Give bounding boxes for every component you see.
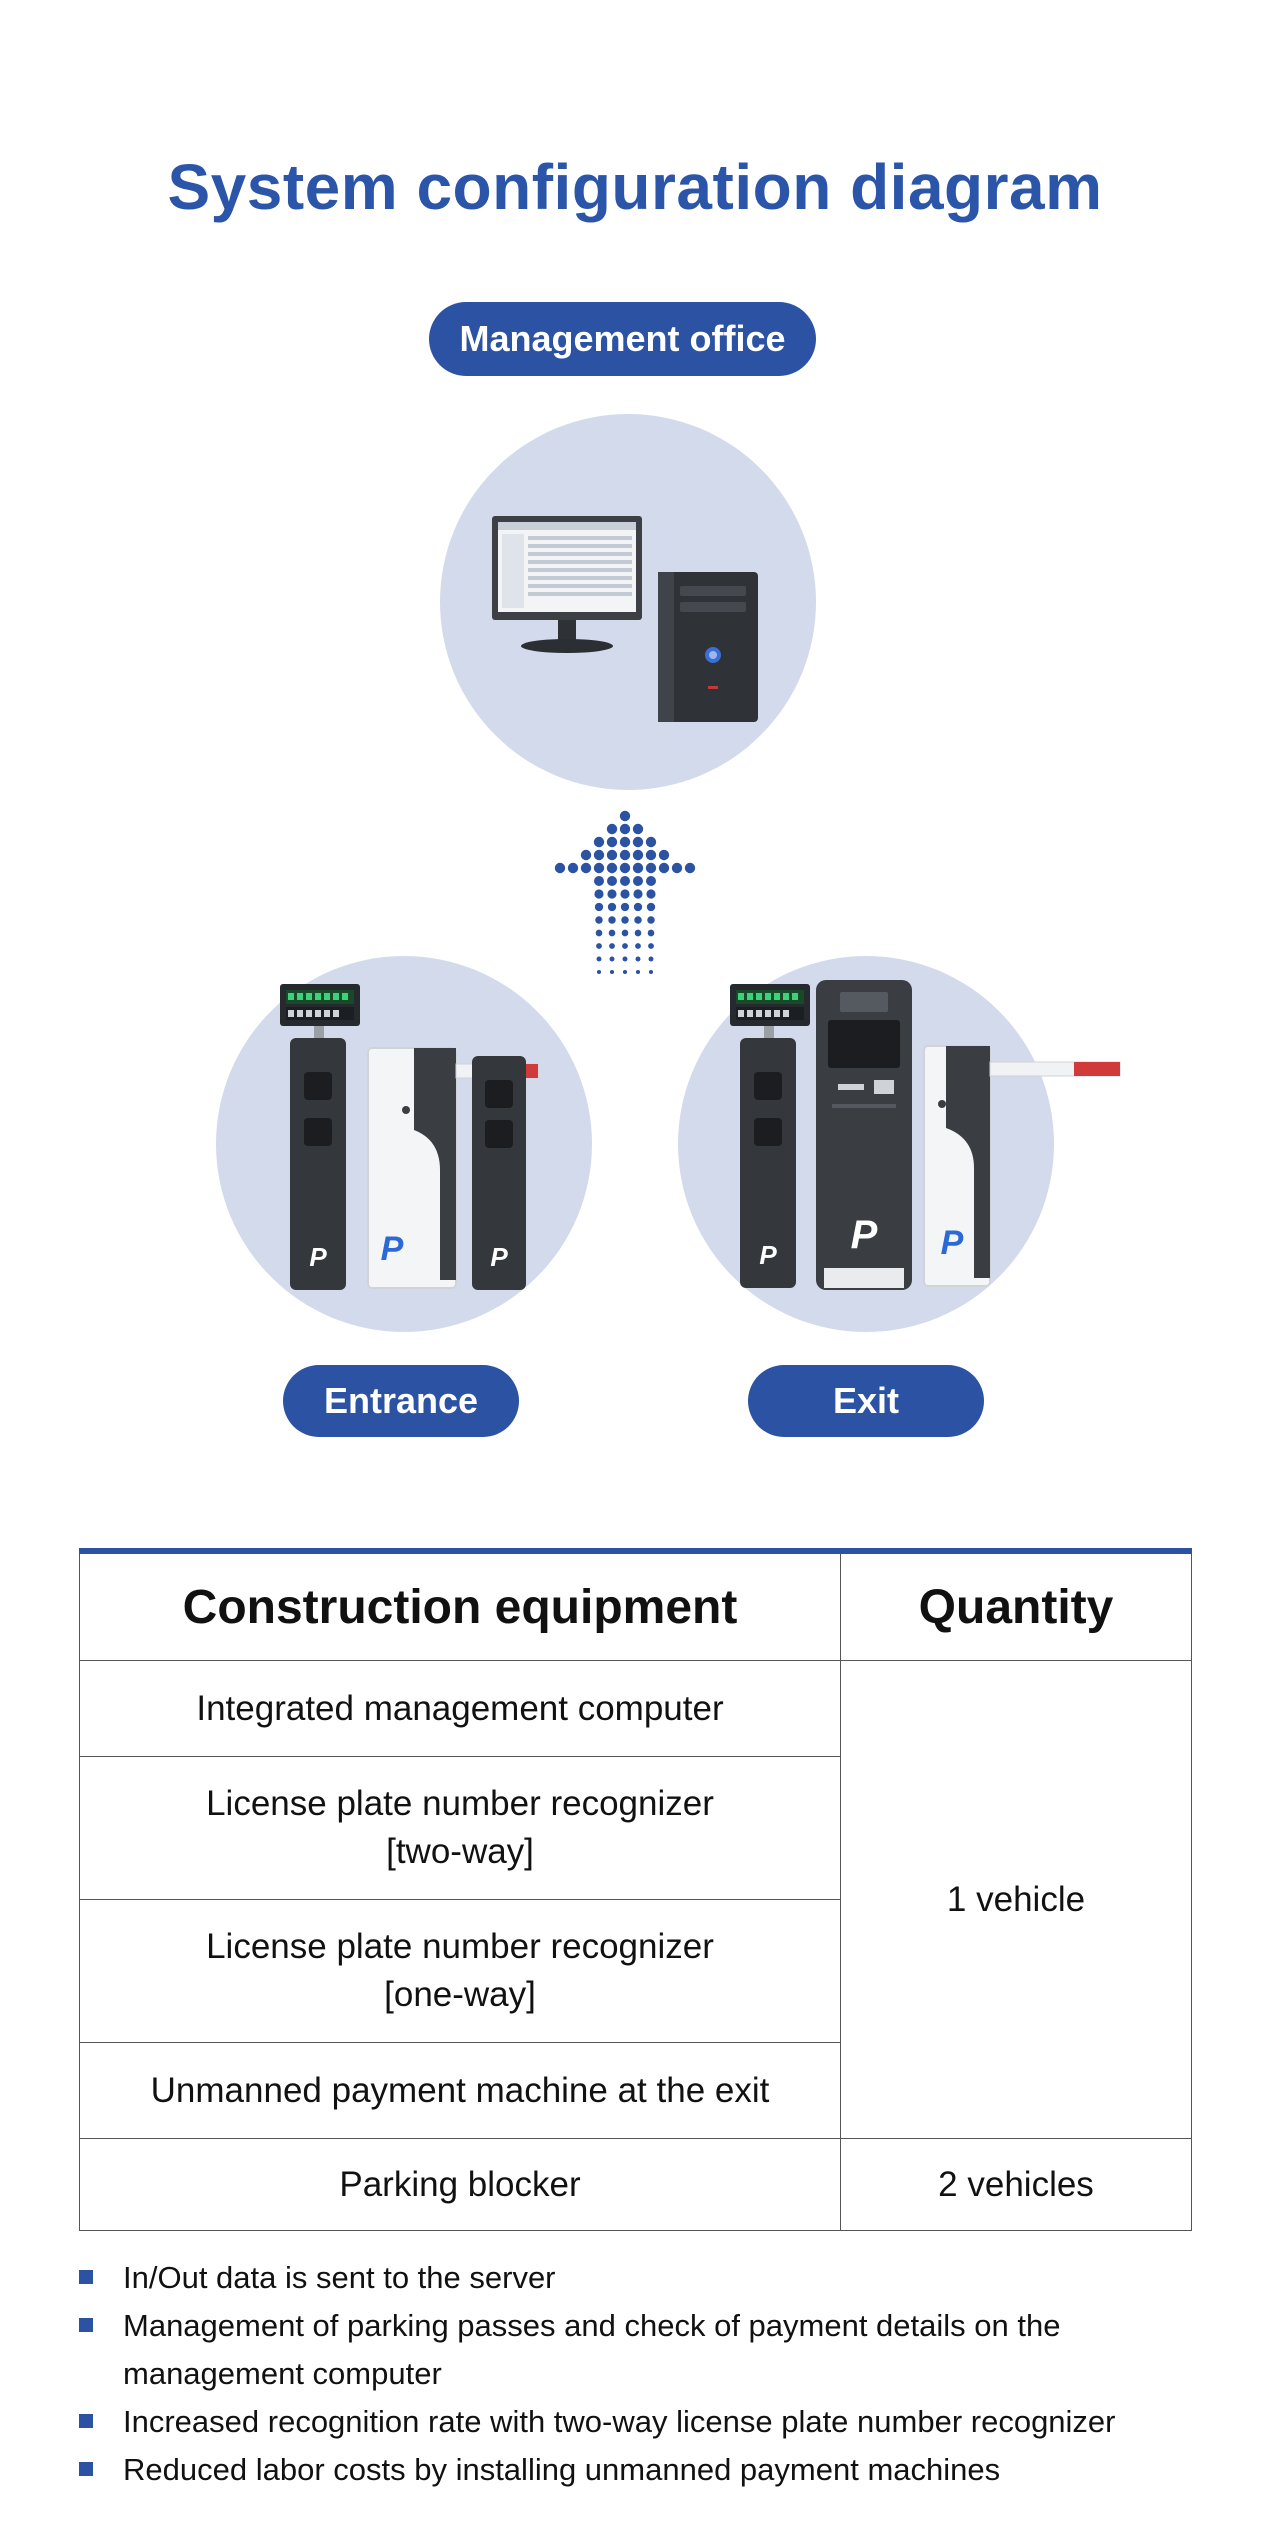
list-item: Management of parking passes and check o… xyxy=(79,2302,1209,2398)
header-equipment: Construction equipment xyxy=(79,1550,841,1661)
note-text: In/Out data is sent to the server xyxy=(123,2260,556,2295)
equipment-cell: License plate number recognizer [one-way… xyxy=(79,1899,841,2043)
note-text: Increased recognition rate with two-way … xyxy=(123,2404,1116,2439)
table-row: License plate number recognizer [one-way… xyxy=(79,1899,1192,2043)
header-quantity: Quantity xyxy=(840,1550,1192,1661)
table-row: Parking blocker 2 vehicles xyxy=(79,2138,1192,2231)
square-bullet-icon xyxy=(79,2414,93,2428)
notes-list: In/Out data is sent to the server Manage… xyxy=(79,2254,1209,2494)
equipment-cell: Parking blocker xyxy=(79,2138,841,2231)
note-text: Reduced labor costs by installing unmann… xyxy=(123,2452,1001,2487)
square-bullet-icon xyxy=(79,2318,93,2332)
equipment-cell: Integrated management computer xyxy=(79,1660,841,1757)
quantity-blocker-cell: 2 vehicles xyxy=(840,2138,1192,2231)
entrance-gate-equipment-icon: P P P xyxy=(280,984,539,1290)
equipment-line1: Integrated management computer xyxy=(196,1688,724,1728)
equipment-line1: License plate number recognizer xyxy=(206,1927,714,1966)
equipment-line1: Parking blocker xyxy=(339,2164,581,2204)
svg-text:P: P xyxy=(941,1224,964,1262)
svg-text:P: P xyxy=(851,1213,878,1257)
equipment-line2: [one-way] xyxy=(384,1975,536,2014)
equipment-table: Construction equipment Quantity Integrat… xyxy=(79,1548,1192,2231)
note-text: Management of parking passes and check o… xyxy=(123,2308,1061,2391)
entrance-text: Entrance xyxy=(323,1380,479,1421)
exit-label: Exit xyxy=(748,1365,984,1437)
svg-text:P: P xyxy=(490,1242,508,1272)
list-item: Reduced labor costs by installing unmann… xyxy=(79,2446,1209,2494)
table-row: Integrated management computer 1 vehicle xyxy=(79,1660,1192,2139)
equipment-line1: Unmanned payment machine at the exit xyxy=(150,2070,770,2110)
table-row: License plate number recognizer [two-way… xyxy=(79,1756,1192,1900)
list-item: In/Out data is sent to the server xyxy=(79,2254,1209,2302)
management-office-label: Management office xyxy=(429,302,816,376)
svg-text:P: P xyxy=(381,1230,404,1268)
equipment-cell: Unmanned payment machine at the exit xyxy=(79,2042,841,2139)
quantity-group-cell: 1 vehicle xyxy=(840,1660,1192,2139)
table-header-row: Construction equipment Quantity xyxy=(79,1550,1192,1661)
svg-text:P: P xyxy=(759,1240,777,1270)
management-office-text: Management office xyxy=(459,318,786,359)
equipment-cell: License plate number recognizer [two-way… xyxy=(79,1756,841,1900)
exit-text: Exit xyxy=(832,1380,900,1421)
dotted-up-arrow-icon xyxy=(554,810,696,975)
square-bullet-icon xyxy=(79,2270,93,2284)
exit-gate-equipment-icon: P P P xyxy=(730,980,1121,1290)
entrance-label: Entrance xyxy=(283,1365,519,1437)
equipment-line1: License plate number recognizer xyxy=(206,1784,714,1823)
computer-monitor-and-tower-icon xyxy=(492,516,758,722)
table-row: Unmanned payment machine at the exit xyxy=(79,2042,1192,2139)
page-title: System configuration diagram xyxy=(167,151,1103,223)
square-bullet-icon xyxy=(79,2462,93,2476)
equipment-line2: [two-way] xyxy=(386,1832,534,1871)
list-item: Increased recognition rate with two-way … xyxy=(79,2398,1209,2446)
svg-text:P: P xyxy=(309,1242,327,1272)
